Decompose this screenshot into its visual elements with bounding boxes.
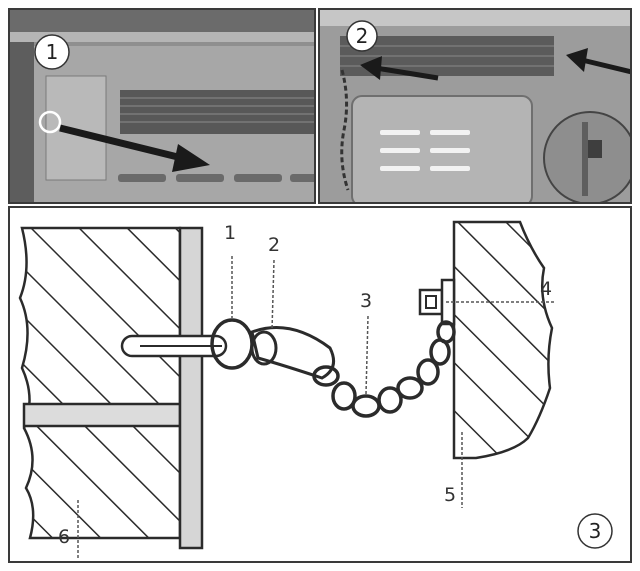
part-label-5: 5: [444, 484, 457, 506]
step-2-oven-photo: [320, 10, 630, 202]
step-1-oven-photo: [10, 10, 314, 202]
step-3-badge: 3: [588, 519, 602, 543]
step-1-badge: 1: [45, 40, 59, 64]
step-2-photo-panel: 2: [318, 8, 632, 204]
step-1-photo-panel: 1: [8, 8, 316, 204]
part-label-1: 1: [224, 222, 237, 244]
carabiner-part-2: [250, 326, 336, 380]
left-cabinet-wall: [18, 226, 182, 540]
part-label-3: 3: [360, 290, 373, 312]
chain-attachment-drawing: [18, 220, 613, 558]
cabinet-side-panel: [178, 226, 204, 550]
part-label-6: 6: [58, 526, 71, 548]
chain-part-3: [312, 320, 456, 418]
step-3-chain-diagram-panel: 1 2 3 4 5 6 3: [8, 206, 632, 563]
step-2-badge: 2: [355, 24, 369, 48]
part-label-4: 4: [540, 278, 553, 300]
part-label-2: 2: [268, 234, 281, 256]
oven-side-wall: [452, 220, 554, 460]
